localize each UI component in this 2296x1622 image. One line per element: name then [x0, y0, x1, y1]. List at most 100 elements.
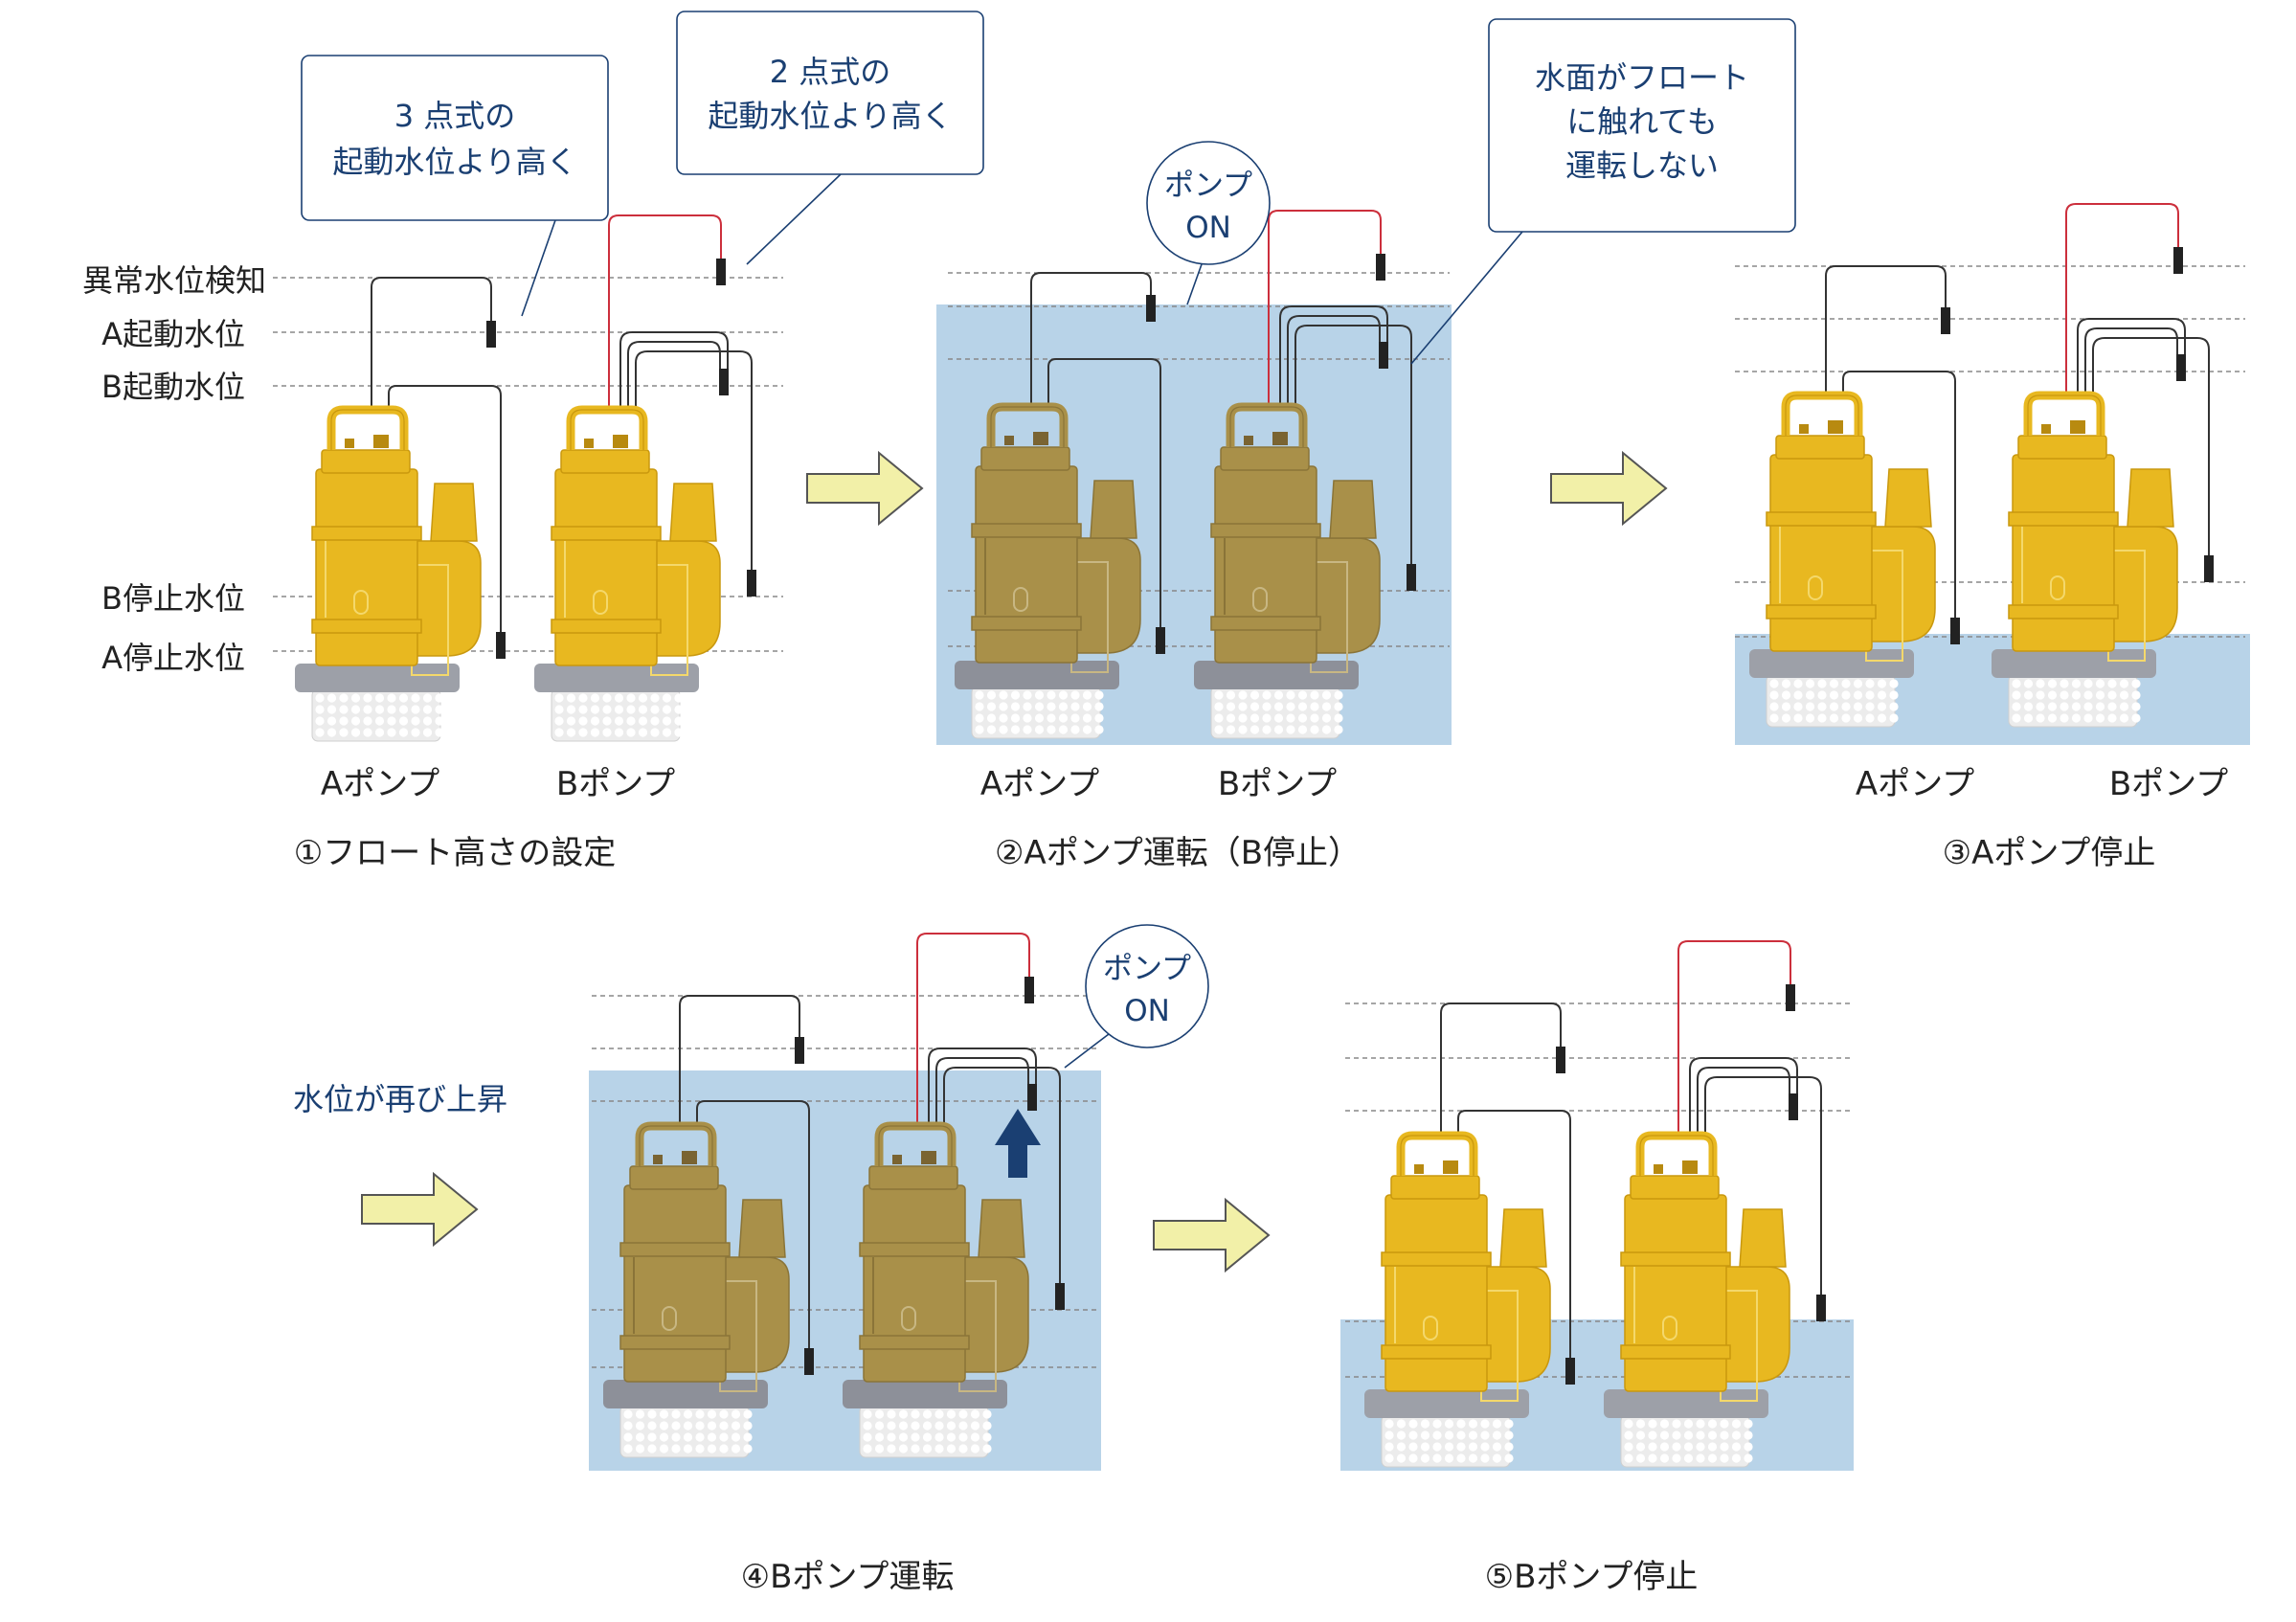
strainer-hole: [743, 1421, 753, 1431]
discharge-elbow: [1865, 526, 1936, 642]
body-band: [971, 523, 1082, 538]
strainer-hole: [674, 728, 684, 737]
drain-bolt: [1013, 587, 1028, 612]
strainer-hole: [911, 1409, 920, 1419]
cable-gland: [1682, 1160, 1698, 1174]
float-cord-alarm: [1268, 210, 1382, 411]
discharge-outlet: [978, 1199, 1025, 1258]
strainer-hole: [1310, 702, 1319, 711]
strainer-hole: [1456, 1453, 1466, 1463]
discharge-elbow: [411, 540, 482, 657]
strainer-hole: [2107, 713, 2117, 723]
float-switch-alarm: [1786, 984, 1795, 1011]
strainer-hole: [1659, 1419, 1670, 1429]
discharge-outlet: [1499, 1208, 1547, 1268]
strainer-hole: [874, 1444, 885, 1453]
handle: [326, 405, 409, 450]
strainer-hole: [602, 705, 612, 714]
strainer-hole: [898, 1444, 909, 1453]
strainer-hole: [1321, 713, 1332, 723]
handle-outline: [990, 406, 1065, 447]
float-cord: [943, 1067, 1061, 1283]
strainer-hole: [623, 1444, 633, 1453]
top-cap: [2017, 435, 2107, 460]
strainer-hole: [1865, 702, 1875, 711]
strainer-hole: [662, 716, 672, 726]
strainer-hole: [339, 705, 349, 714]
strainer-hole: [578, 728, 588, 737]
strainer-hole: [898, 1409, 909, 1419]
strainer-hole: [659, 1421, 669, 1431]
strainer-hole: [1321, 702, 1332, 711]
strainer-hole: [1817, 679, 1827, 688]
strainer-hole: [1683, 1419, 1694, 1429]
level-label-b-start: B起動水位: [101, 369, 245, 405]
strainer-hole: [986, 725, 997, 734]
top-cap: [980, 446, 1070, 471]
strainer-hole: [863, 1409, 872, 1419]
body-band: [311, 619, 422, 634]
strainer-hole: [398, 716, 409, 726]
strainer-hole: [1793, 702, 1803, 711]
strainer-hole: [638, 716, 648, 726]
strainer-hole: [1769, 690, 1779, 700]
strainer-hole: [1805, 679, 1815, 688]
strainer-hole: [339, 716, 349, 726]
strainer-hole: [934, 1409, 944, 1419]
handle-outline: [330, 409, 405, 450]
strainer-hole: [999, 725, 1008, 734]
strainer-hole: [1683, 1431, 1694, 1440]
strainer-hole: [1480, 1419, 1490, 1429]
callout-pump-on-b: ポンプ ON: [1064, 924, 1209, 1069]
float-cord-alarm: [608, 214, 722, 414]
strainer-hole: [975, 702, 984, 711]
strainer-hole: [1420, 1453, 1430, 1463]
strainer-hole: [1082, 690, 1092, 700]
body-band: [1381, 1344, 1492, 1360]
strainer-hole: [647, 1421, 657, 1431]
float-switch: [719, 369, 729, 395]
strainer-hole: [2131, 679, 2141, 688]
strainer-hole: [1683, 1453, 1694, 1463]
pump-b-label: Bポンプ: [556, 765, 675, 803]
strainer-hole: [922, 1444, 933, 1453]
top-cap: [1220, 446, 1310, 471]
strainer-hole: [922, 1421, 933, 1431]
float-switch: [1027, 1084, 1037, 1111]
pump-a: [955, 272, 1165, 739]
strainer-hole: [1432, 1453, 1442, 1463]
strainer-hole: [350, 716, 361, 726]
strainer-hole: [590, 716, 600, 726]
strainer-hole: [315, 728, 325, 737]
float-switch-alarm: [1024, 977, 1034, 1003]
strainer-hole: [743, 1444, 753, 1453]
pump-body: [623, 1184, 727, 1383]
float-cord: [635, 350, 753, 570]
strainer-hole: [650, 716, 660, 726]
float-switch: [1379, 342, 1388, 369]
strainer-hole: [1889, 713, 1899, 723]
strainer-hole: [1696, 1453, 1705, 1463]
strainer-hole: [1889, 702, 1899, 711]
strainer-hole: [626, 693, 636, 703]
cable-gland: [373, 435, 389, 448]
strainer-hole: [1624, 1431, 1633, 1440]
strainer-hole: [638, 728, 648, 737]
float-cord: [2092, 337, 2210, 555]
callout-pump-on-a-line1: ポンプ: [1164, 169, 1252, 203]
strainer-hole: [1504, 1431, 1514, 1440]
strainer-hole: [1744, 1419, 1753, 1429]
strainer-hole: [614, 693, 624, 703]
strainer-hole: [683, 1432, 693, 1442]
strainer-hole: [623, 1432, 633, 1442]
strainer-hole: [1058, 690, 1069, 700]
float-switch: [1565, 1358, 1575, 1385]
strainer-hole: [623, 1409, 633, 1419]
strainer-hole: [315, 705, 325, 714]
strainer-hole: [2119, 679, 2129, 688]
strainer-hole: [1058, 713, 1069, 723]
float-cord: [1047, 358, 1161, 627]
flow-arrow-2: [1550, 450, 1668, 527]
handle: [1781, 391, 1863, 436]
pump-body: [1214, 465, 1317, 664]
